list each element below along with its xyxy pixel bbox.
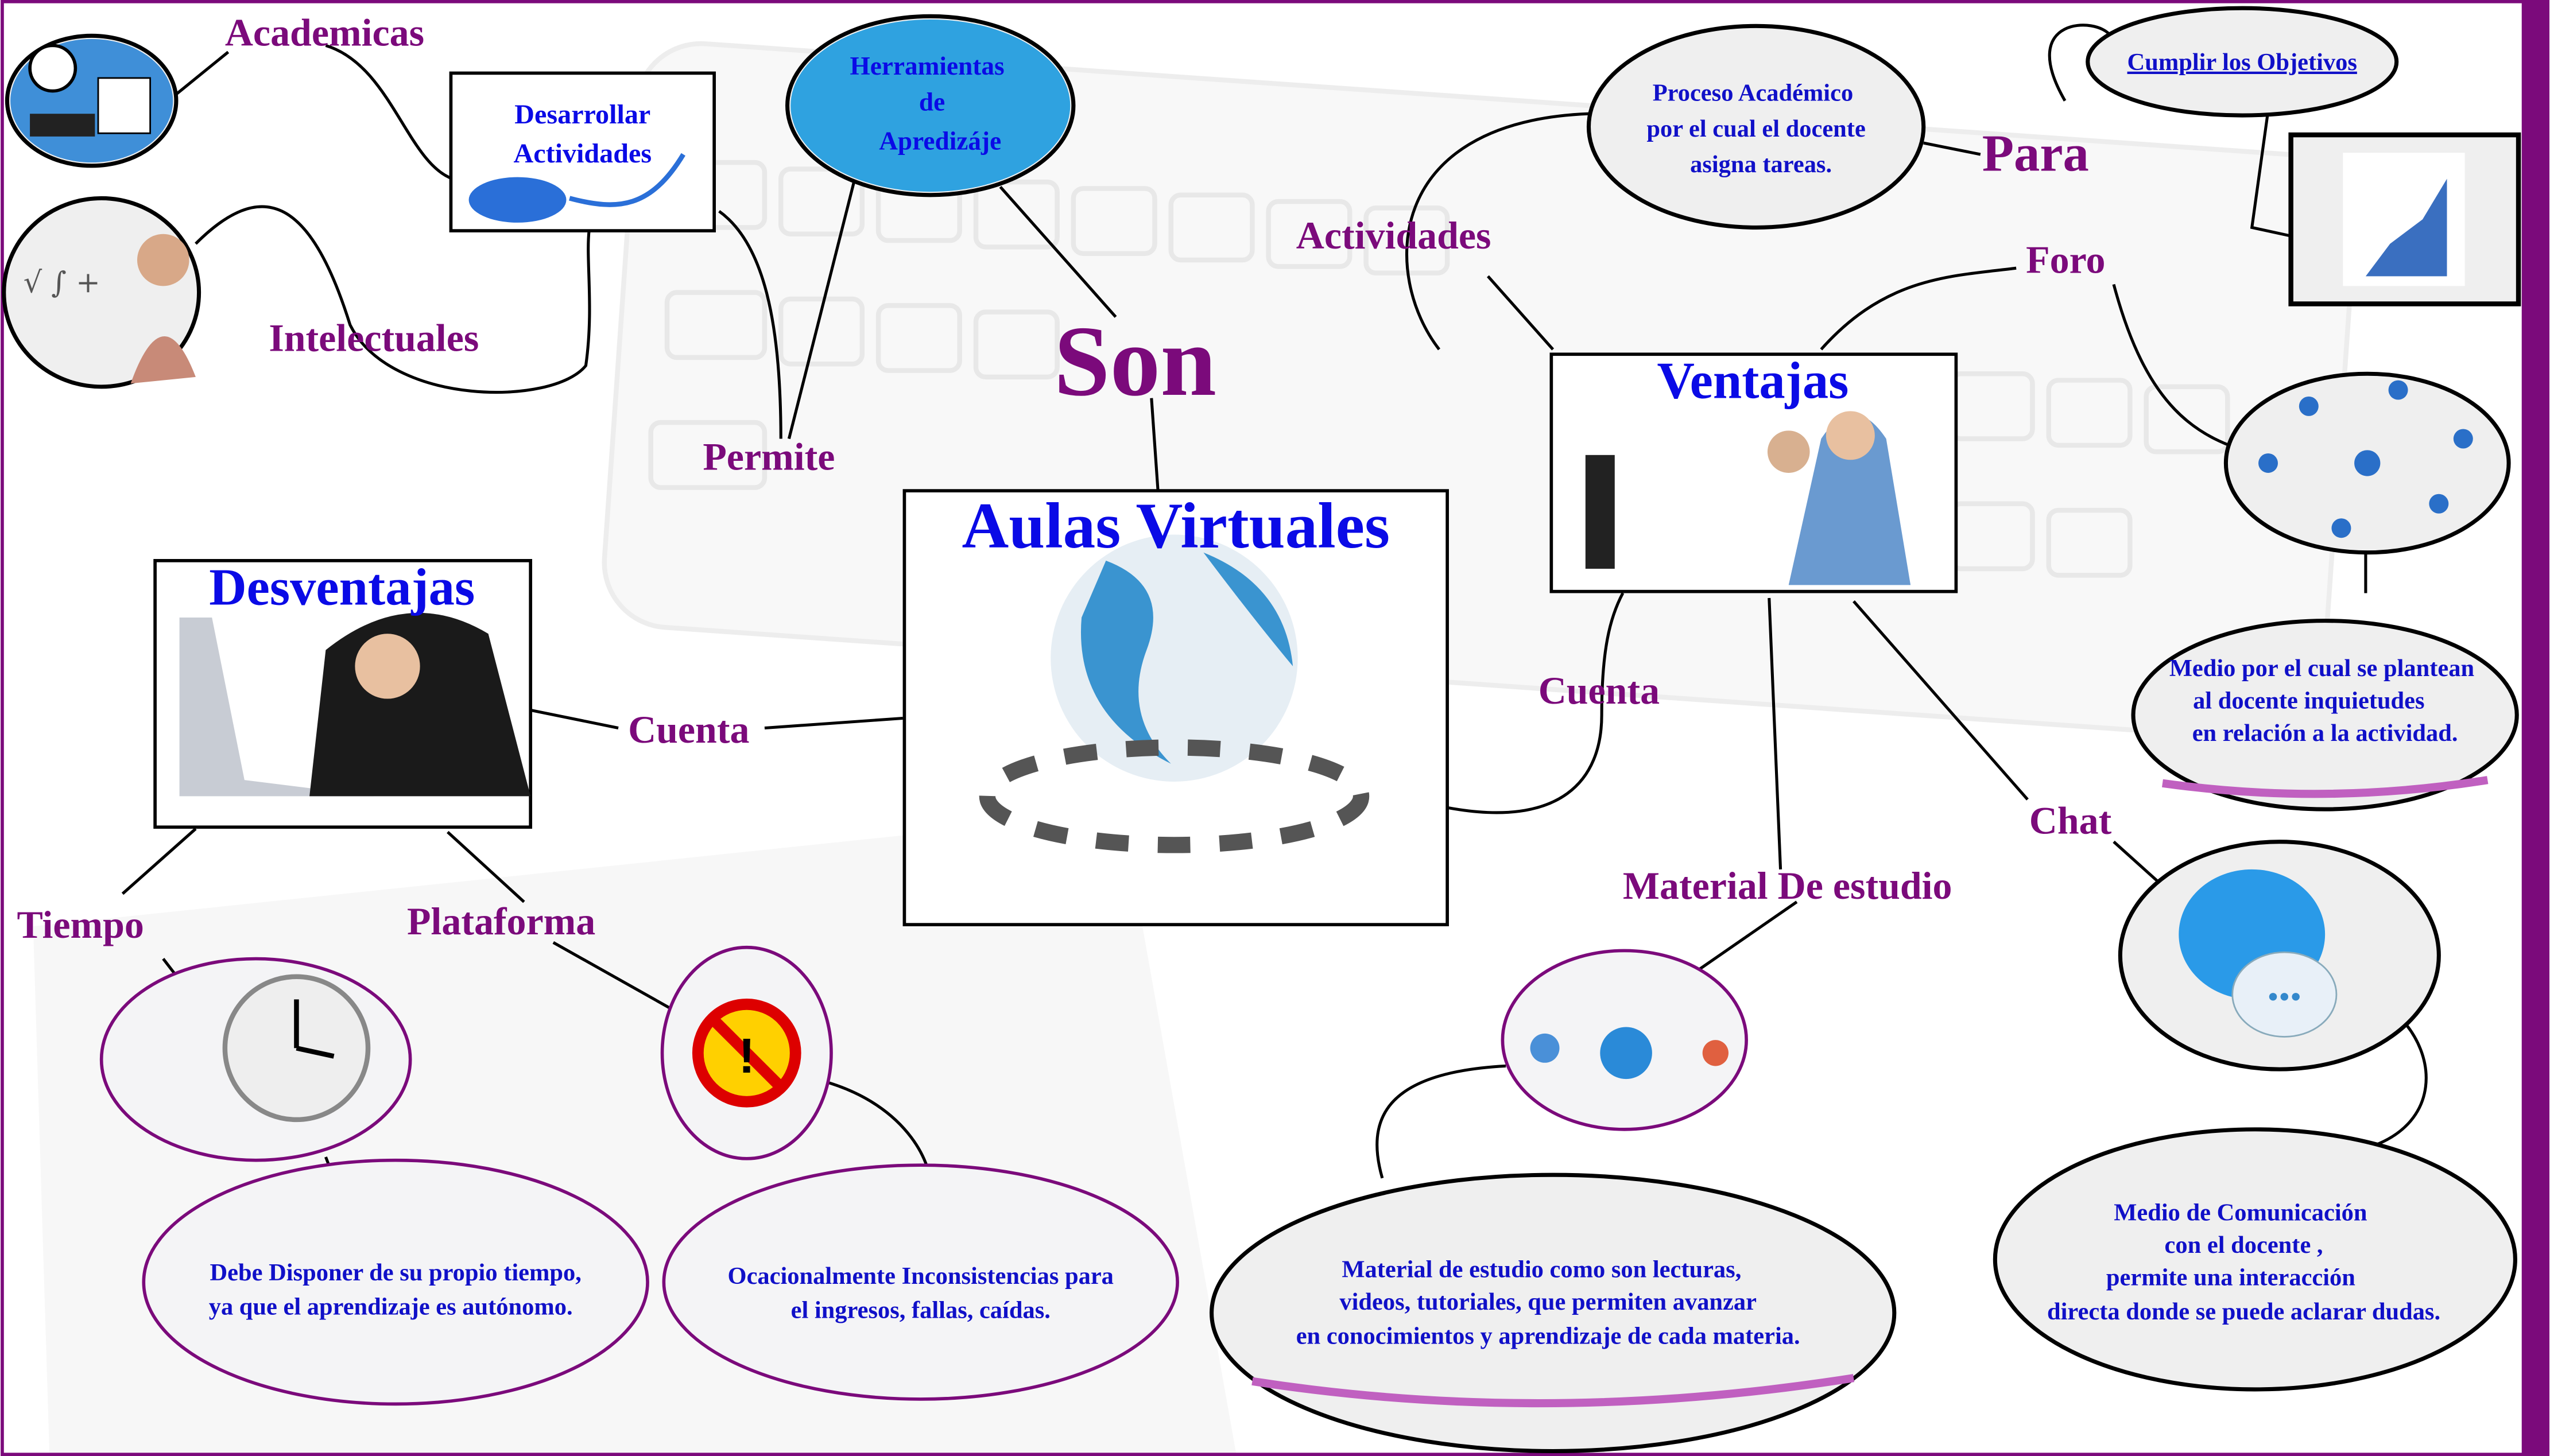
label-intelectuales: Intelectuales [269, 316, 479, 360]
frustrated-woman-laptop-icon [179, 617, 375, 797]
center-title: Aulas Virtuales [962, 490, 1390, 562]
material-image [1501, 949, 1748, 1131]
label-chat: Chat [2029, 799, 2112, 842]
material-desc-node: Material de estudio como son lecturas,vi… [1210, 1172, 1897, 1454]
label-actividades: Actividades [1296, 213, 1491, 257]
svg-text:Debe Disponer de su propio tie: Debe Disponer de su propio tiempo,ya que… [209, 1259, 582, 1320]
cumplir-link[interactable]: Cumplir los Objetivos [2127, 49, 2357, 76]
tiempo-image [99, 957, 412, 1162]
intelectuales-image: √ ∫ + [2, 196, 201, 389]
network-image [2223, 371, 2511, 555]
mouse-icon [468, 177, 567, 223]
desventajas-title: Desventajas [209, 558, 475, 616]
label-cuenta-right: Cuenta [1538, 669, 1660, 712]
center-node: Aulas Virtuales [902, 489, 1449, 926]
students-computer-icon [1585, 455, 1615, 569]
label-plataforma: Plataforma [407, 899, 595, 943]
objectives-image [2288, 132, 2521, 306]
success-stairs-icon [2365, 178, 2447, 277]
desventajas-node: Desventajas [153, 558, 533, 829]
label-son: Son [1054, 305, 1216, 417]
ventajas-node: Ventajas [1549, 352, 1958, 593]
svg-text:•••: ••• [2268, 980, 2301, 1015]
label-tiempo: Tiempo [17, 903, 144, 946]
label-material: Material De estudio [1623, 864, 1952, 907]
label-permite: Permite [703, 434, 835, 478]
label-para: Para [1982, 124, 2089, 182]
people-network-icon [2258, 380, 2473, 538]
svg-text:!: ! [739, 1028, 755, 1083]
thinking-woman-icon [137, 234, 189, 286]
academicas-image [5, 33, 179, 168]
chat-image: ••• [2118, 840, 2441, 1071]
svg-text:Material de estudio como son l: Material de estudio como son lecturas,vi… [1296, 1256, 1800, 1350]
svg-text:√ ∫ +: √ ∫ + [24, 266, 100, 300]
cumplir-node[interactable]: Cumplir los Objetivos [2086, 6, 2399, 118]
tiempo-desc-node: Debe Disponer de su propio tiempo,ya que… [142, 1158, 649, 1406]
plataforma-image: ! [660, 945, 833, 1160]
virtual-classroom-icon [1600, 1027, 1652, 1080]
digital-tools-icon [790, 19, 1071, 192]
label-cuenta-left: Cuenta [628, 708, 749, 751]
label-foro: Foro [2026, 238, 2105, 282]
link-labels: Academicas Intelectuales Permite Son Act… [17, 10, 2111, 946]
right-bar [2521, 0, 2549, 1456]
ventajas-title: Ventajas [1657, 352, 1849, 410]
label-academicas: Academicas [225, 10, 424, 54]
